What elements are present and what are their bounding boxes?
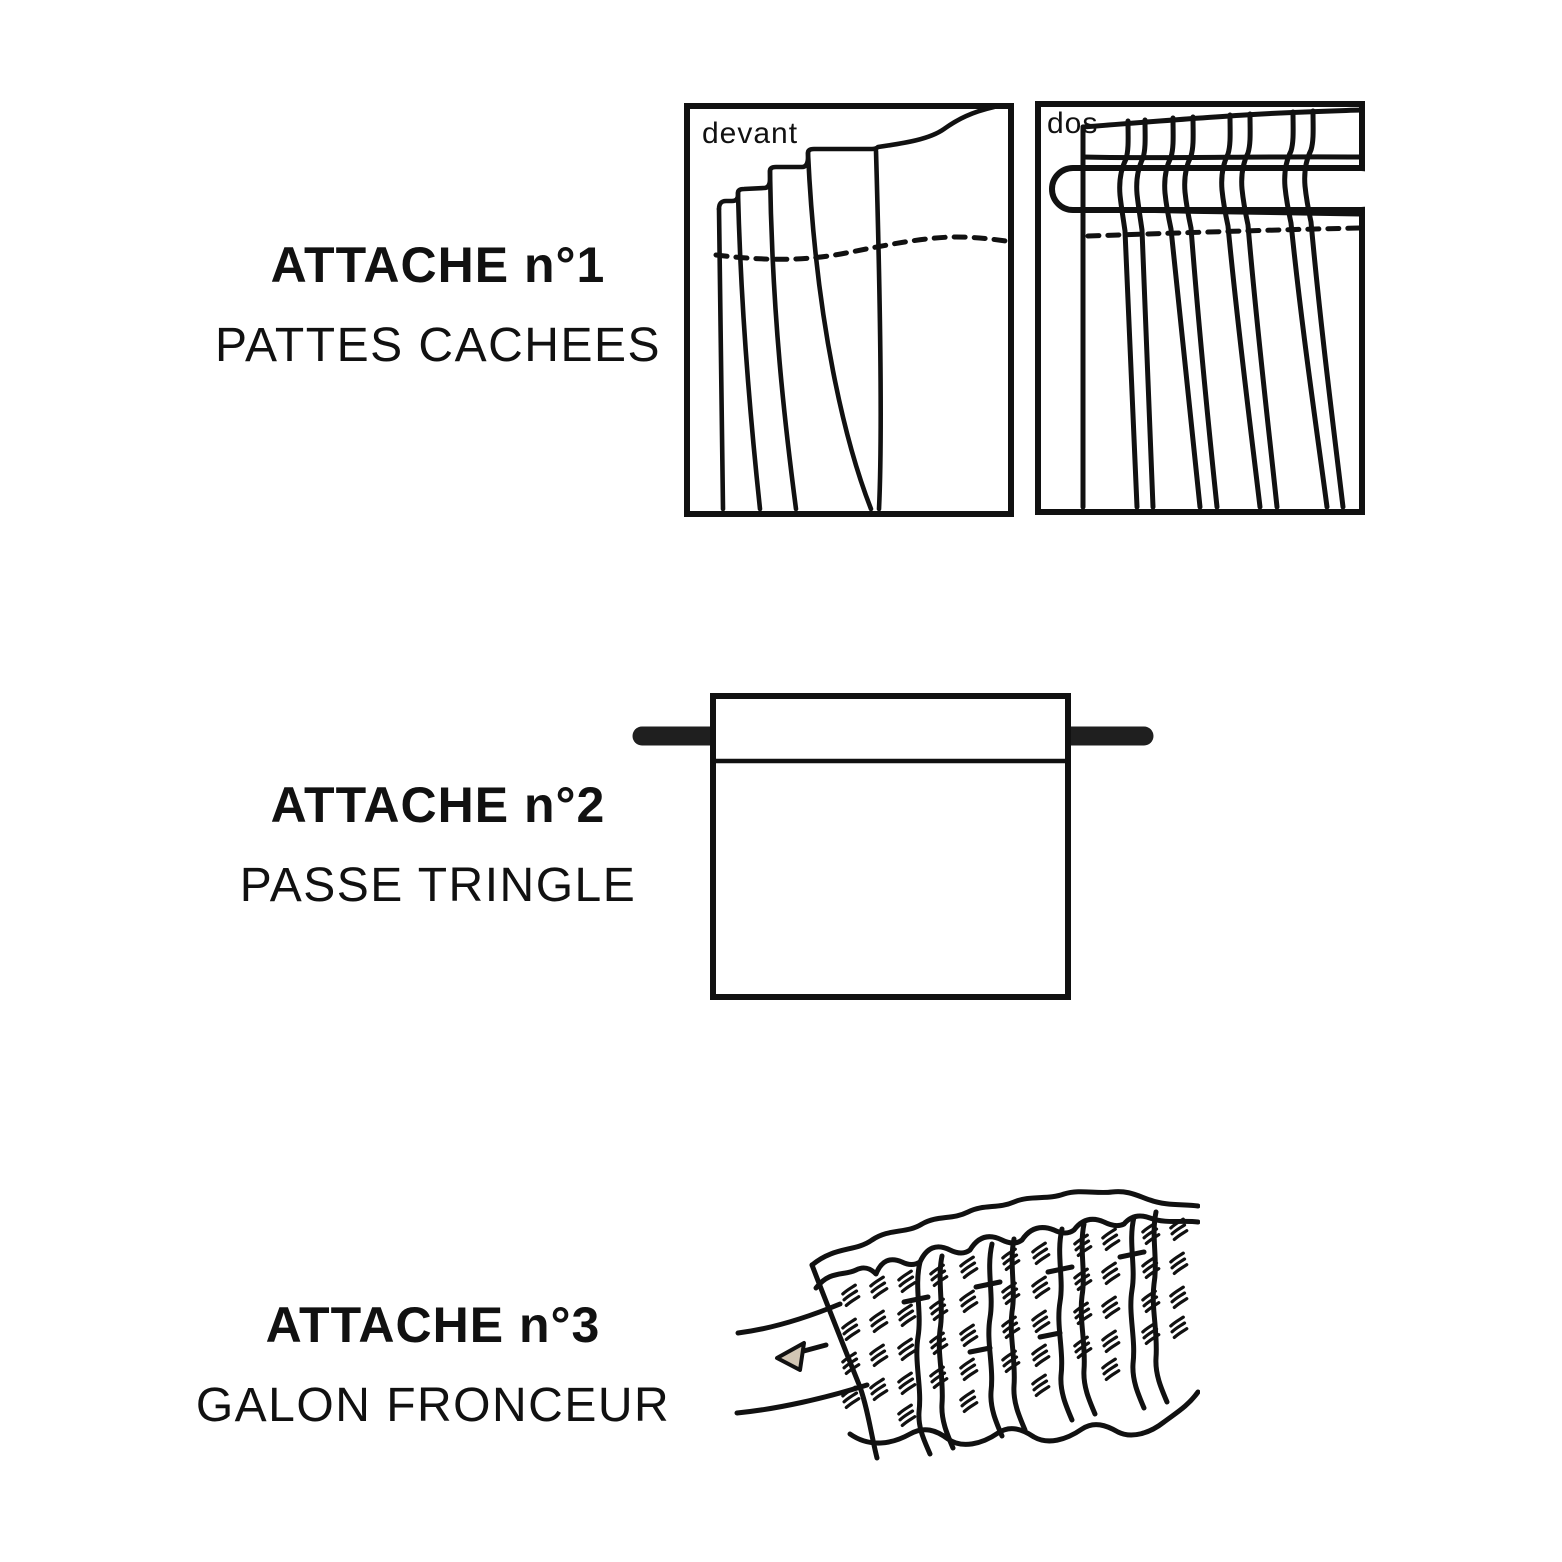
cord-dash (1045, 1264, 1075, 1275)
hem-line-top (1080, 154, 1363, 161)
dos-hidden-tabs-drawing (1049, 107, 1365, 510)
pleat-line (805, 150, 874, 512)
cord-dash (901, 1294, 931, 1305)
devant-pleats-drawing (713, 104, 1009, 512)
section-1-title: ATTACHE n°1 (270, 237, 606, 293)
fold-line (1008, 1236, 1028, 1433)
tab-line (1117, 118, 1140, 510)
devant-label: devant (702, 117, 798, 150)
fabric-bottom-edge (847, 1389, 1200, 1447)
cord-dash (1037, 1330, 1063, 1340)
curtain-top-edge (1080, 107, 1363, 130)
tab-line (1302, 108, 1346, 510)
stitch-dashed-line (1085, 225, 1363, 239)
section-1-subtitle: PATTES CACHEES (215, 319, 661, 372)
gather-tape-drawing (734, 1189, 1200, 1461)
fold-line (1056, 1226, 1075, 1423)
curtain-rod (1049, 165, 1365, 213)
fold-line (936, 1253, 956, 1451)
curtain-panel (710, 693, 1071, 1000)
pleat-line (873, 148, 883, 512)
fold-line (986, 1241, 1005, 1439)
cord-dash (973, 1279, 1003, 1290)
dos-frame (1035, 101, 1365, 515)
tab-line (1282, 109, 1330, 510)
section-1-label-block: ATTACHE n°1 PATTES CACHEES (38, 236, 838, 374)
rod-pocket-illustration (632, 693, 1154, 1000)
left-arrow-icon (775, 1341, 829, 1372)
tab-line (1239, 111, 1280, 510)
section-3-label-block: ATTACHE n°3 GALON FRONCEUR (33, 1296, 833, 1434)
cord-dash (1117, 1249, 1147, 1260)
devant-illustration: devant (684, 103, 1014, 517)
tape-left-edge (809, 1262, 880, 1461)
stitch-dashed-line (713, 234, 1009, 262)
pleat-line (767, 168, 799, 512)
devant-frame (684, 103, 1014, 517)
section-2-title: ATTACHE n°2 (270, 777, 606, 833)
section-2-subtitle: PASSE TRINGLE (239, 859, 637, 912)
fold-line (914, 1259, 933, 1457)
dos-illustration: dos (1035, 101, 1365, 515)
tape-scalloped-edge (813, 1213, 1200, 1291)
tab-line (1162, 115, 1203, 510)
fold-line (1128, 1214, 1147, 1411)
pull-cord-top (735, 1301, 843, 1336)
fabric-top-edge (809, 1189, 1200, 1268)
fold-line (1150, 1209, 1170, 1405)
cord-dash (967, 1345, 993, 1355)
section-2-label-block: ATTACHE n°2 PASSE TRINGLE (38, 776, 838, 914)
pleat-line (735, 190, 763, 512)
gather-tape-illustration (734, 1189, 1200, 1461)
tab-line (1219, 112, 1263, 510)
fold-line (1078, 1221, 1098, 1417)
section-3-subtitle: GALON FRONCEUR (195, 1379, 671, 1432)
tab-line (1182, 114, 1220, 510)
tab-line (1134, 117, 1156, 510)
dos-label: dos (1047, 107, 1098, 140)
section-3-title: ATTACHE n°3 (265, 1297, 601, 1353)
